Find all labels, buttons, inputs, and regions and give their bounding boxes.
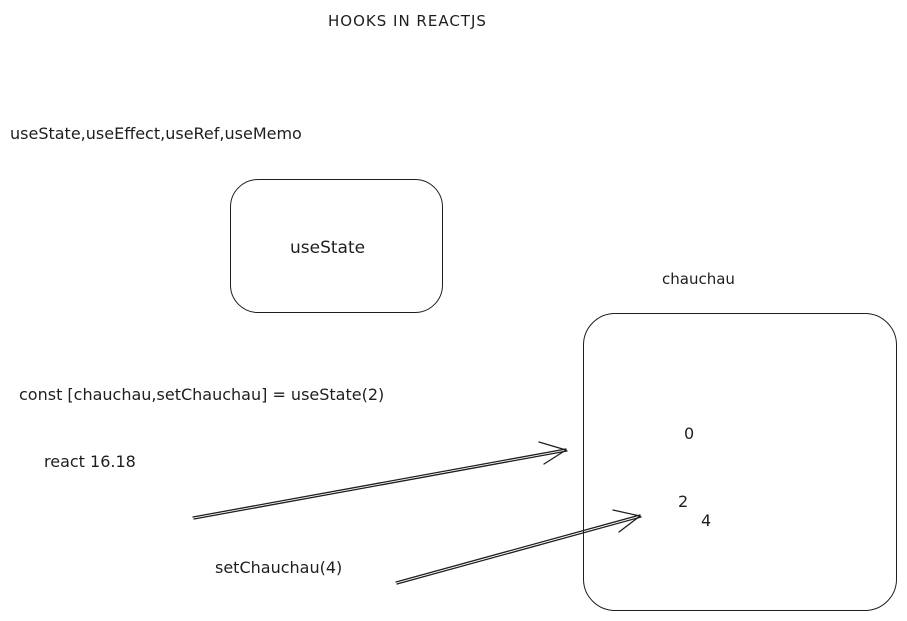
usestate-box-label: useState <box>290 238 366 258</box>
page-title: HOOKS IN REACTJS <box>328 12 487 30</box>
hooks-list-text: useState,useEffect,useRef,useMemo <box>10 124 302 143</box>
state-box[interactable]: 0 2 4 <box>583 313 897 611</box>
state-value-updated: 4 <box>701 511 712 530</box>
state-value-set-initial: 2 <box>678 492 689 511</box>
state-box-caption: chauchau <box>662 270 735 288</box>
setter-arrow <box>395 509 642 585</box>
state-value-initial: 0 <box>684 424 695 443</box>
react-version-note: react 16.18 <box>44 452 136 471</box>
setter-call-text: setChauchau(4) <box>215 558 343 577</box>
usestate-declaration: const [chauchau,setChauchau] = useState(… <box>19 385 385 404</box>
declaration-arrow <box>192 441 568 520</box>
usestate-box[interactable]: useState <box>230 179 443 313</box>
